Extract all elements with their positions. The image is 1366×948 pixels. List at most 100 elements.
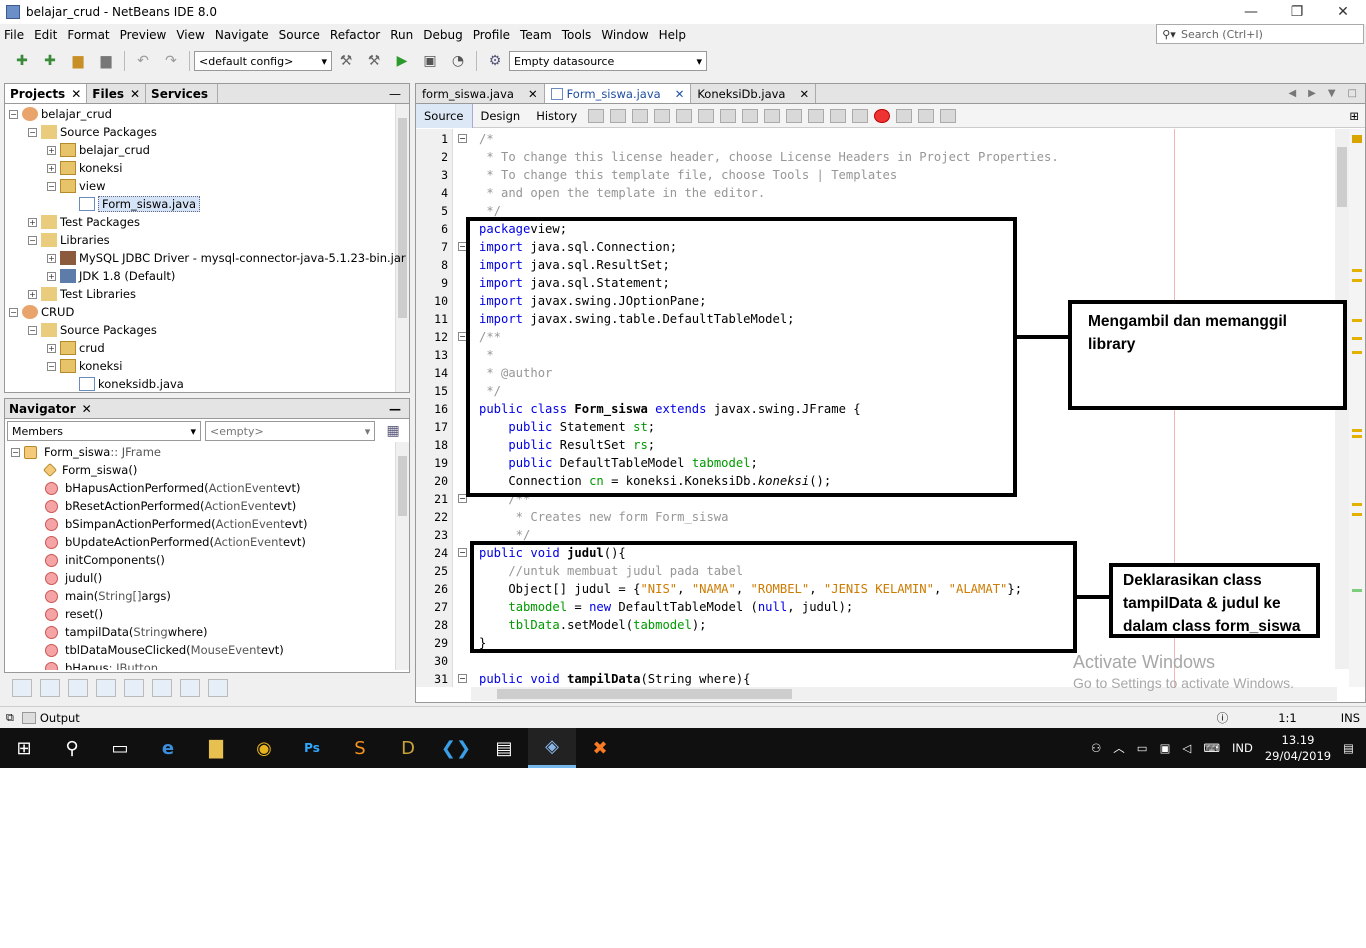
run-icon[interactable]: ▶ <box>396 53 408 69</box>
chevron-down-icon[interactable]: ▼ <box>1327 88 1336 99</box>
tab-services[interactable]: Services <box>146 84 219 103</box>
toggle-bookmark-icon[interactable] <box>808 108 825 123</box>
fold-toggle-icon[interactable]: − <box>458 548 467 557</box>
tree-item[interactable]: +JDK 1.8 (Default) <box>47 267 175 285</box>
menu-refactor[interactable]: Refactor <box>329 28 381 42</box>
expand-toggle-icon[interactable]: + <box>47 163 56 173</box>
tree-item[interactable]: +koneksi <box>47 159 123 177</box>
expand-toggle-icon[interactable]: − <box>28 127 37 137</box>
menu-run[interactable]: Run <box>390 28 414 42</box>
network-icon[interactable]: ▣ <box>1159 741 1171 755</box>
mode-history[interactable]: History <box>536 108 578 123</box>
filter-fields-icon[interactable] <box>12 679 32 697</box>
undo-icon[interactable]: ↶ <box>137 53 149 69</box>
close-icon[interactable]: ✕ <box>527 86 538 101</box>
navigator-item[interactable]: tblDataMouseClicked(MouseEvent evt) <box>45 641 284 659</box>
restore-button[interactable]: ❐ <box>1290 4 1304 20</box>
menu-preview[interactable]: Preview <box>119 28 167 42</box>
expand-toggle-icon[interactable]: − <box>9 109 18 119</box>
filter-nonpublic-icon[interactable] <box>68 679 88 697</box>
new-project-icon[interactable]: ✚ <box>44 53 56 69</box>
save-all-icon[interactable]: ▆ <box>100 53 112 69</box>
people-icon[interactable]: ⚇ <box>1090 741 1102 755</box>
comment-icon[interactable] <box>918 108 935 123</box>
navigator-item[interactable]: reset() <box>45 605 103 623</box>
language-indicator[interactable]: IND <box>1231 741 1253 755</box>
clean-build-icon[interactable]: ⚒ <box>367 53 381 69</box>
profile-icon[interactable]: ◔ <box>451 53 465 69</box>
find-next-icon[interactable] <box>698 108 715 123</box>
navigator-item[interactable]: bHapus : JButton <box>45 659 158 670</box>
debug-icon[interactable]: ▣ <box>423 53 437 69</box>
keyboard-icon[interactable]: ⌨ <box>1203 741 1220 755</box>
menu-window[interactable]: Window <box>601 28 649 42</box>
expand-toggle-icon[interactable]: − <box>47 361 56 371</box>
fold-toggle-icon[interactable]: − <box>458 494 467 503</box>
expand-toggle-icon[interactable]: − <box>47 181 56 191</box>
mode-source[interactable]: Source <box>416 103 473 128</box>
config-select[interactable]: <default config>▾ <box>194 51 332 71</box>
editor-tab[interactable]: Form_siswa.java✕ <box>544 84 692 103</box>
member-select[interactable]: <empty>▾ <box>204 421 376 441</box>
record-macro-icon[interactable] <box>874 108 891 123</box>
navigator-scrollbar[interactable] <box>395 442 409 670</box>
menu-help[interactable]: Help <box>658 28 686 42</box>
navigator-options-icon[interactable]: ▦ <box>386 423 400 439</box>
close-icon[interactable]: ✕ <box>674 86 685 101</box>
menu-view[interactable]: View <box>176 28 205 42</box>
output-button[interactable]: Output <box>39 710 80 725</box>
navigator-item[interactable]: bHapusActionPerformed(ActionEvent evt) <box>45 479 300 497</box>
tab-projects[interactable]: Projects ✕ <box>5 84 88 103</box>
next-bookmark-icon[interactable] <box>786 108 803 123</box>
sort-source-icon[interactable] <box>180 679 200 697</box>
filter-private-icon[interactable] <box>124 679 144 697</box>
tree-item[interactable]: −koneksi <box>47 357 123 375</box>
editor-tab[interactable]: form_siswa.java✕ <box>416 84 545 103</box>
search-icon[interactable]: ⚲ <box>65 737 79 759</box>
open-project-icon[interactable]: ▆ <box>72 53 84 69</box>
sort-name-icon[interactable] <box>152 679 172 697</box>
uncomment-icon[interactable] <box>940 108 957 123</box>
filter-inherited-icon[interactable] <box>96 679 116 697</box>
maximize-icon[interactable]: □ <box>1347 88 1357 99</box>
menu-tools[interactable]: Tools <box>561 28 592 42</box>
menu-format[interactable]: Format <box>67 28 110 42</box>
restore-window-icon[interactable]: ⧉ <box>6 710 14 724</box>
datasource-select[interactable]: Empty datasource▾ <box>509 51 707 71</box>
notification-icon[interactable]: ⓘ <box>1216 710 1229 725</box>
menu-source[interactable]: Source <box>278 28 320 42</box>
toggle-highlight-icon[interactable] <box>720 108 737 123</box>
edge-icon[interactable]: e <box>161 737 175 759</box>
editor-horizontal-scrollbar[interactable] <box>471 687 1337 701</box>
menu-file[interactable]: File <box>4 28 25 42</box>
tree-item[interactable]: −Libraries <box>28 231 110 249</box>
editor-tab[interactable]: KoneksiDb.java✕ <box>691 84 817 103</box>
new-file-icon[interactable]: ✚ <box>16 53 28 69</box>
minimize-panel-button[interactable]: — <box>389 86 401 101</box>
tree-item[interactable]: −view <box>47 177 105 195</box>
split-icon[interactable]: ⊞ <box>1349 108 1359 123</box>
datasource-icon[interactable]: ⚙ <box>488 53 502 69</box>
media-icon[interactable]: ▤ <box>495 737 513 759</box>
expand-toggle-icon[interactable]: + <box>28 217 37 227</box>
navigator-item[interactable]: Form_siswa() <box>42 461 137 479</box>
xampp-icon[interactable]: ✖ <box>592 737 608 759</box>
tree-item[interactable]: +Test Packages <box>28 213 140 231</box>
scroll-right-icon[interactable]: ▶ <box>1308 88 1316 99</box>
filter-static-icon[interactable] <box>40 679 60 697</box>
tree-item[interactable]: −belajar_crud <box>9 105 112 123</box>
projects-scrollbar[interactable] <box>395 104 409 392</box>
stop-macro-icon[interactable] <box>896 108 913 123</box>
members-filter-select[interactable]: Members▾ <box>7 421 201 441</box>
shift-right-icon[interactable] <box>852 108 869 123</box>
tree-item[interactable]: +crud <box>47 339 105 357</box>
tree-item[interactable]: −Source Packages <box>28 321 157 339</box>
navigator-item[interactable]: −Form_siswa :: JFrame <box>11 443 161 461</box>
menu-profile[interactable]: Profile <box>472 28 511 42</box>
expand-toggle-icon[interactable]: − <box>28 325 37 335</box>
shift-left-icon[interactable] <box>830 108 847 123</box>
tree-item[interactable]: −CRUD <box>9 303 74 321</box>
chevron-up-icon[interactable]: ︿ <box>1113 741 1125 755</box>
expand-toggle-icon[interactable]: − <box>11 447 20 457</box>
expand-toggle-icon[interactable]: − <box>9 307 18 317</box>
